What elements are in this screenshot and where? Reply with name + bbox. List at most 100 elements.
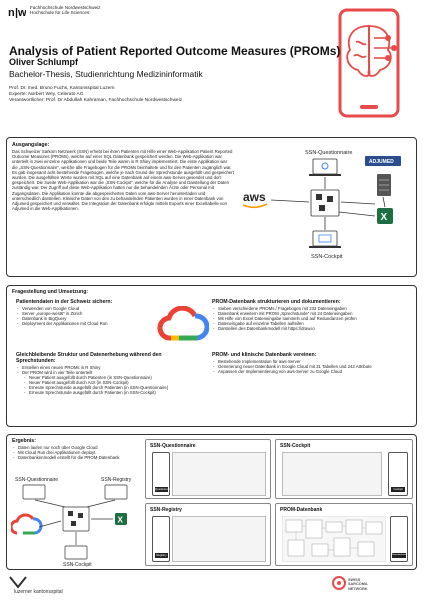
credit-responsible: Verantwortlicher: Prof. Dr Abdullah Kahr… — [9, 98, 183, 103]
phone-r-label: Registry — [155, 553, 168, 558]
phone-q-label: Questionnaire — [155, 487, 173, 492]
architecture-diagram: SSN-Questionnaire ADJUMED aws X — [242, 150, 401, 260]
q2-item: Mit Hilfe von Excel Dateneingabe sammeln… — [212, 316, 412, 321]
intro-heading: Ausgangslage: — [12, 142, 50, 148]
laptop-icon-top — [309, 158, 341, 176]
q2-item: Dateneingabe auf einzelne Tabellen aufte… — [212, 321, 412, 326]
methods-box: Fragestellung und Umsetzung: Patientenda… — [6, 285, 417, 427]
fhnw-line2: Hochschule für Life Sciences — [30, 10, 90, 16]
swiss-sarcoma-logo-icon — [332, 576, 346, 590]
panel-registry-label: SSN-Registry — [150, 507, 182, 513]
q2-heading: PROM-Datenbank strukturieren und dokumen… — [212, 299, 341, 305]
credits: Prof. Dr. med. Bruno Fuchs, Kantonsspita… — [9, 86, 182, 104]
q1-list: Verwenden von Google Cloud Server „europ… — [16, 306, 166, 326]
results-box: Ergebnis: Daten laufen nur noch über Goo… — [6, 434, 417, 570]
panel-ssn-registry: SSN-Registry Registry — [145, 503, 271, 566]
q4-item: Generierung neuer Datenbank in Google Cl… — [212, 364, 412, 369]
svg-text:X: X — [118, 516, 124, 525]
credit-expert: Experte: Norbert Wey, Celerato AG — [9, 92, 84, 97]
q1-item: Server „europe-west6“ in Zürich — [16, 311, 166, 316]
fhnw-line1: Fachhochschule Nordwestschweiz — [30, 5, 101, 10]
cockpit-phone: Cockpit — [388, 452, 408, 496]
laptop-icon-bottom — [309, 230, 341, 248]
q3-list: Erstellen eines neuen PROMs in R Shiny D… — [16, 365, 181, 396]
results-architecture-diagram: SSN-Questionnaire SSN-Registry X SSN-Coc… — [11, 477, 132, 568]
server-icon — [377, 174, 391, 196]
svg-text:|: | — [15, 7, 18, 18]
q4-heading: PROM- und klinische Datenbank vereinen: — [212, 352, 317, 358]
q2-item: Sieben verschiedene PROMs / Fragebogen m… — [212, 306, 412, 311]
database-model-diagram — [282, 516, 386, 562]
q2-list: Sieben verschiedene PROMs / Fragebogen m… — [212, 306, 412, 332]
q3-item: Der PROM wird in vier Teile unterteilt — [16, 370, 181, 375]
svg-text:n: n — [8, 7, 15, 18]
cockpit-screenshot — [282, 452, 382, 496]
results-item: Datenbankenmodell erstellt für die PROM-… — [12, 455, 142, 460]
res-laptop-c-icon — [64, 545, 88, 560]
intro-box: Ausgangslage: Das Schweizer Sarkom Netzw… — [6, 137, 417, 277]
q2-item: Datenbank erweitern mit PROM „Sprechstun… — [212, 311, 412, 316]
aws-logo: aws — [243, 190, 266, 204]
panel-questionnaire-label: SSN-Questionnaire — [150, 443, 196, 449]
methods-heading: Fragestellung und Umsetzung: — [12, 289, 89, 295]
author-name: Oliver Schlumpf — [9, 57, 79, 67]
res-laptop-q-icon — [22, 484, 46, 500]
adjumed-label: ADJUMED — [369, 159, 394, 165]
results-heading: Ergebnis: — [12, 438, 36, 444]
questionnaire-phone: Questionnaire — [152, 452, 173, 496]
panel-prom-db-label: PROM-Datenbank — [280, 507, 323, 513]
swiss-sarcoma-logo-text: SWISS SARCOMA NETWORK — [348, 578, 368, 591]
poster-title: Analysis of Patient Reported Outcome Mea… — [9, 44, 341, 58]
q4-item: Anpassen der Implementierung von aws-Ser… — [212, 369, 412, 374]
panel-ssn-cockpit: SSN-Cockpit Cockpit — [275, 439, 413, 499]
phone-c-label: Cockpit — [391, 487, 405, 492]
results-item: Mit Cloud Run drei Applikationen deployt — [12, 450, 142, 455]
fhnw-logo: n | w — [8, 7, 26, 18]
phone-db-label: Datenbankmodell — [392, 553, 406, 558]
hero-phone-brain-illustration — [338, 8, 400, 118]
datenbank-phone: Datenbankmodell — [390, 516, 408, 562]
q3-item: Erstellen eines neuen PROMs in R Shiny — [16, 365, 181, 370]
registry-phone: Registry — [152, 516, 170, 562]
q1-item: Deployment der Applikationen mit Cloud R… — [16, 321, 166, 326]
q3-subitem: Erneute Sprechstunde ausgefüllt durch Pa… — [16, 385, 181, 390]
res-r-label: SSN-Registry — [101, 477, 132, 483]
luzern-logo-text: luzerner kantonsspital — [14, 589, 63, 595]
results-item: Daten laufen nur noch über Google Cloud — [12, 445, 142, 450]
res-diagram-arrows — [34, 499, 116, 545]
q3-subitem: Neuer Patient ausgefüllt durch Arzt (in … — [16, 380, 181, 385]
excel-icon: X — [377, 208, 393, 224]
rshiny-icon — [310, 189, 340, 217]
res-rshiny-icon — [62, 506, 90, 532]
res-c-label: SSN-Cockpit — [63, 562, 92, 568]
luzern-logo-icon — [9, 576, 27, 589]
questionnaire-screenshot — [172, 452, 266, 496]
q3-subitem: Neuer Patient ausgefüllt durch Patienten… — [16, 375, 181, 380]
q3-subitem: Erneute Sprechstunde ausgefüllt durch Pa… — [16, 390, 181, 395]
q2-item: Darstellen des Datenbankmodell mit https… — [212, 326, 412, 331]
res-laptop-r-icon — [104, 484, 128, 500]
q3-heading: Gleichbleibende Struktur und Datenerhebu… — [16, 352, 162, 364]
q4-item: Bestehende Implementation für aws-Server — [212, 359, 412, 364]
q1-heading: Patientendaten in der Schweiz sichern: — [16, 299, 113, 305]
fhnw-name: Fachhochschule Nordwestschweiz Hochschul… — [30, 5, 100, 16]
q1-item: Datenbank in BigQuery — [16, 316, 166, 321]
svg-text:X: X — [381, 212, 388, 223]
diagram-arrows — [270, 177, 386, 230]
registry-screenshot — [172, 516, 266, 562]
thesis-subtitle: Bachelor-Thesis, Studienrichtung Medizin… — [9, 69, 203, 79]
results-list: Daten laufen nur noch über Google Cloud … — [12, 445, 142, 460]
q1-item: Verwenden von Google Cloud — [16, 306, 166, 311]
panel-prom-datenbank: PROM-Datenbank Datenbankmodell — [275, 503, 413, 566]
aws-smile-icon — [242, 203, 268, 209]
credit-supervisor: Prof. Dr. med. Bruno Fuchs, Kantonsspita… — [9, 86, 115, 91]
panel-ssn-questionnaire: SSN-Questionnaire Questionnaire — [145, 439, 271, 499]
q4-list: Bestehende Implementation für aws-Server… — [212, 359, 412, 374]
res-google-cloud-icon — [11, 513, 43, 535]
panel-cockpit-label: SSN-Cockpit — [280, 443, 311, 449]
svg-text:w: w — [17, 7, 26, 18]
diagram-cockpit-label: SSN-Cockpit — [311, 254, 343, 260]
res-excel-icon — [115, 513, 127, 525]
google-cloud-logo — [157, 306, 209, 341]
intro-text: Das Schweizer Sarkom Netzwerk (SSN) erhe… — [12, 149, 234, 212]
